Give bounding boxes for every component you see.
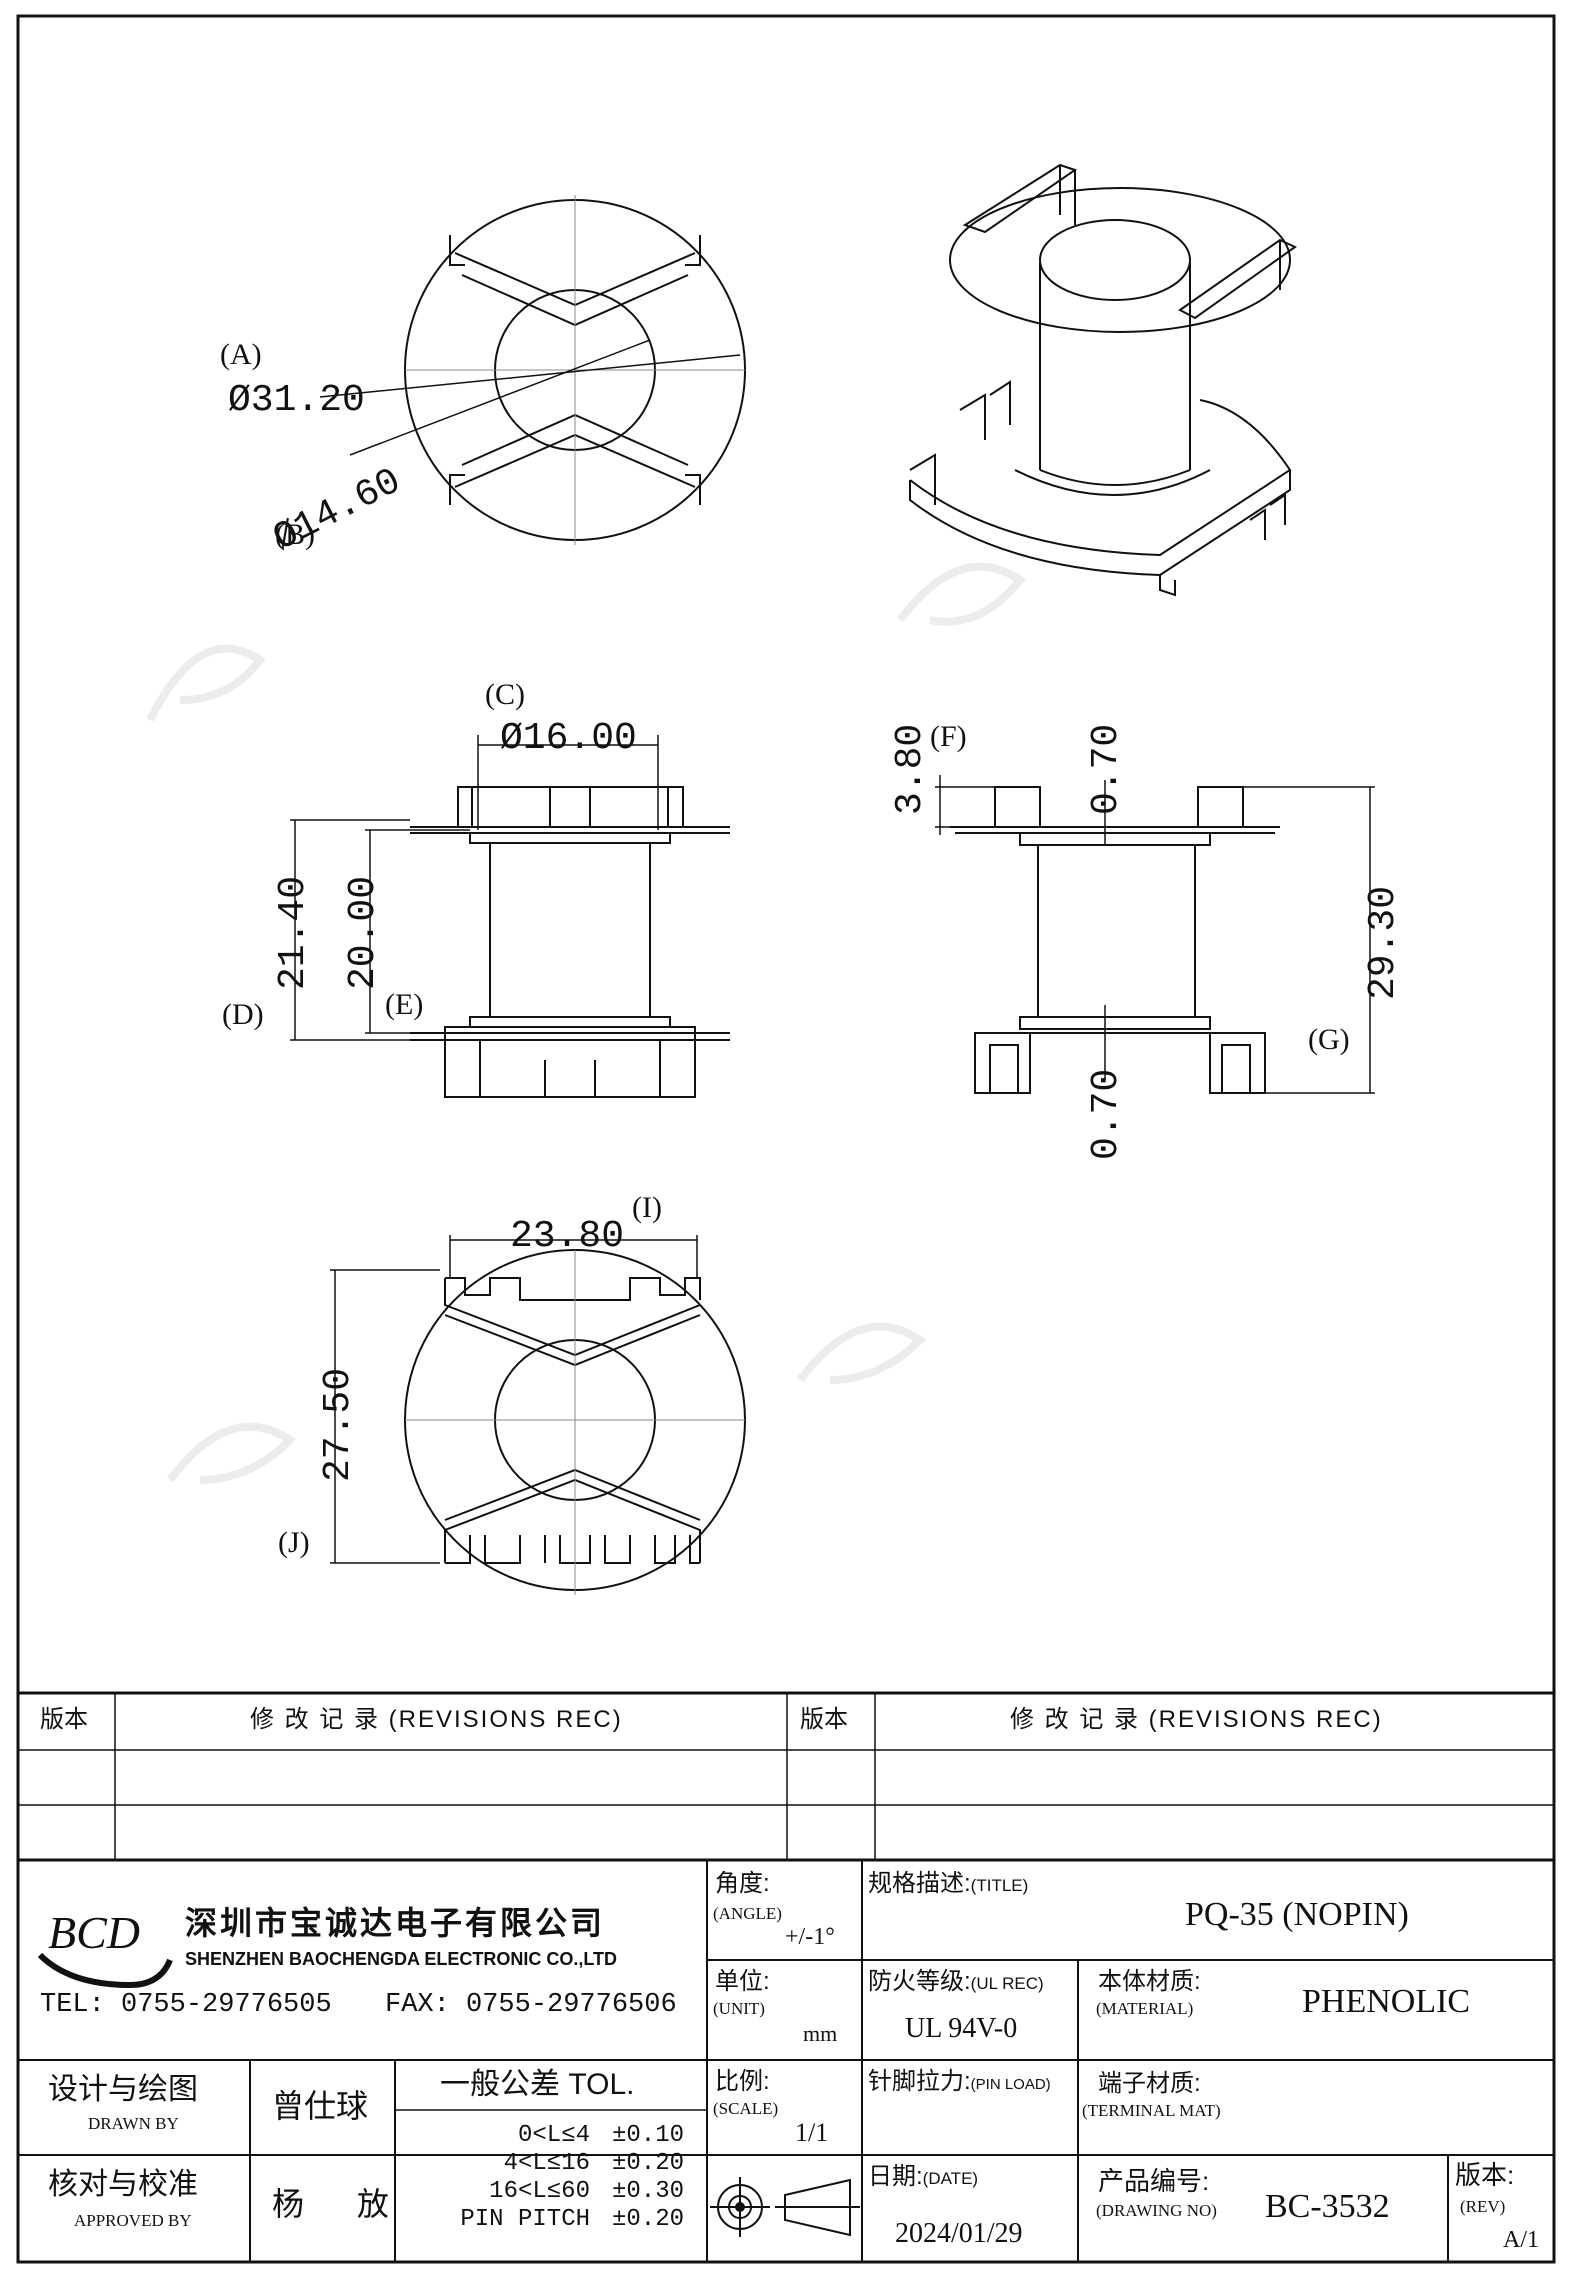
approved-value: 杨 放 [272,2186,411,2222]
dim-value-c: Ø16.00 [500,717,637,760]
drawing-no-label: 产品编号: [1098,2166,1210,2196]
dim-label-i: (I) [632,1191,662,1224]
approved-label-en: APPROVED BY [74,2211,192,2230]
rev-label-en: (REV) [1460,2197,1506,2216]
scale-label-en: (SCALE) [713,2099,779,2118]
unit-label: 单位: [715,1968,770,1995]
side-view [935,775,1375,1094]
unit-value: mm [803,2021,838,2046]
angle-label-en: (ANGLE) [713,1904,782,1923]
terminal-label: 端子材质: [1098,2070,1201,2097]
date-value: 2024/01/29 [895,2218,1023,2249]
scale-value: 1/1 [795,2118,829,2147]
isometric-view [909,163,1297,597]
unit-label-en: (UNIT) [713,1999,765,2018]
approved-label: 核对与校准 [48,2168,198,2201]
dim-label-c: (C) [485,678,525,711]
rev-col-version-right: 版本 [800,1706,848,1733]
dim-label-b: (B) [275,518,315,551]
tolerance-label: 一般公差 TOL. [440,2068,635,2101]
dim-value-g2: 0.70 [1085,1068,1128,1160]
dim-label-a: (A) [220,338,262,371]
projection-symbol [710,2177,860,2237]
company-tel: TEL: 0755-29776505 [40,1990,332,2020]
drawn-label: 设计与绘图 [48,2073,198,2106]
title-value: PQ-35 (NOPIN) [1185,1896,1409,1933]
terminal-label-en: (TERMINAL MAT) [1082,2101,1221,2120]
rev-col-version-left: 版本 [40,1706,88,1733]
sheet-border [16,14,1556,2264]
tolerance-row: 16<L≤60±0.30 [489,2178,685,2205]
dim-label-d: (D) [222,998,264,1031]
title-label: 规格描述:(TITLE) [868,1870,1029,1897]
tolerance-table: 0<L≤4±0.10 4<L≤16±0.20 16<L≤60±0.30 PIN … [410,2122,700,2234]
drawing-no-value: BC-3532 [1265,2188,1390,2225]
material-value: PHENOLIC [1302,1983,1471,2020]
dim-value-f2: 0.70 [1085,723,1128,815]
svg-text:BCD: BCD [48,1907,140,1958]
rev-col-records-right: 修 改 记 录 (REVISIONS REC) [1010,1706,1383,1733]
tolerance-row: 0<L≤4±0.10 [517,2122,685,2149]
dim-value-d: 21.40 [272,875,315,990]
drawing-no-label-en: (DRAWING NO) [1096,2201,1217,2220]
front-view [290,735,730,1098]
drawn-label-en: DRAWN BY [88,2114,179,2133]
company-name-en: SHENZHEN BAOCHENGDA ELECTRONIC CO.,LTD [185,1949,617,1969]
pin-load-label: 针脚拉力:(PIN LOAD) [868,2068,1051,2095]
angle-value: +/-1° [785,1924,835,1950]
watermark [146,562,1026,1484]
angle-label: 角度: [715,1870,770,1897]
dim-label-e: (E) [385,988,424,1021]
rev-value: A/1 [1503,2227,1539,2253]
dim-value-g: 29.30 [1362,885,1405,1000]
rev-label: 版本: [1455,2160,1515,2190]
material-label-en: (MATERIAL) [1096,1999,1194,2018]
drawn-value: 曾仕球 [272,2088,369,2124]
dim-label-g: (G) [1308,1023,1350,1056]
rev-col-records-left: 修 改 记 录 (REVISIONS REC) [250,1706,623,1733]
title-block-grid [18,1691,1554,2262]
dim-label-j: (J) [278,1526,310,1559]
tolerance-row: 4<L≤16±0.20 [503,2150,685,2177]
dim-value-j: 27.50 [317,1367,360,1482]
date-label: 日期:(DATE) [868,2163,979,2190]
dim-label-f: (F) [930,720,967,753]
top-view [319,195,746,545]
material-label: 本体材质: [1098,1968,1201,1995]
dim-value-f: 3.80 [889,723,932,815]
scale-label: 比例: [715,2068,770,2095]
company-name-cn: 深圳市宝诚达电子有限公司 [185,1905,606,1941]
dim-value-e: 20.00 [342,875,385,990]
company-logo: BCD [37,1907,173,1989]
ul-label: 防火等级:(UL REC) [868,1968,1044,1995]
tolerance-row: PIN PITCH±0.20 [460,2206,685,2233]
company-fax: FAX: 0755-29776506 [385,1990,677,2020]
dim-value-i: 23.80 [510,1215,625,1258]
ul-value: UL 94V-0 [905,2013,1018,2044]
bottom-view [330,1235,746,1595]
dim-value-a: Ø31.20 [228,379,365,422]
